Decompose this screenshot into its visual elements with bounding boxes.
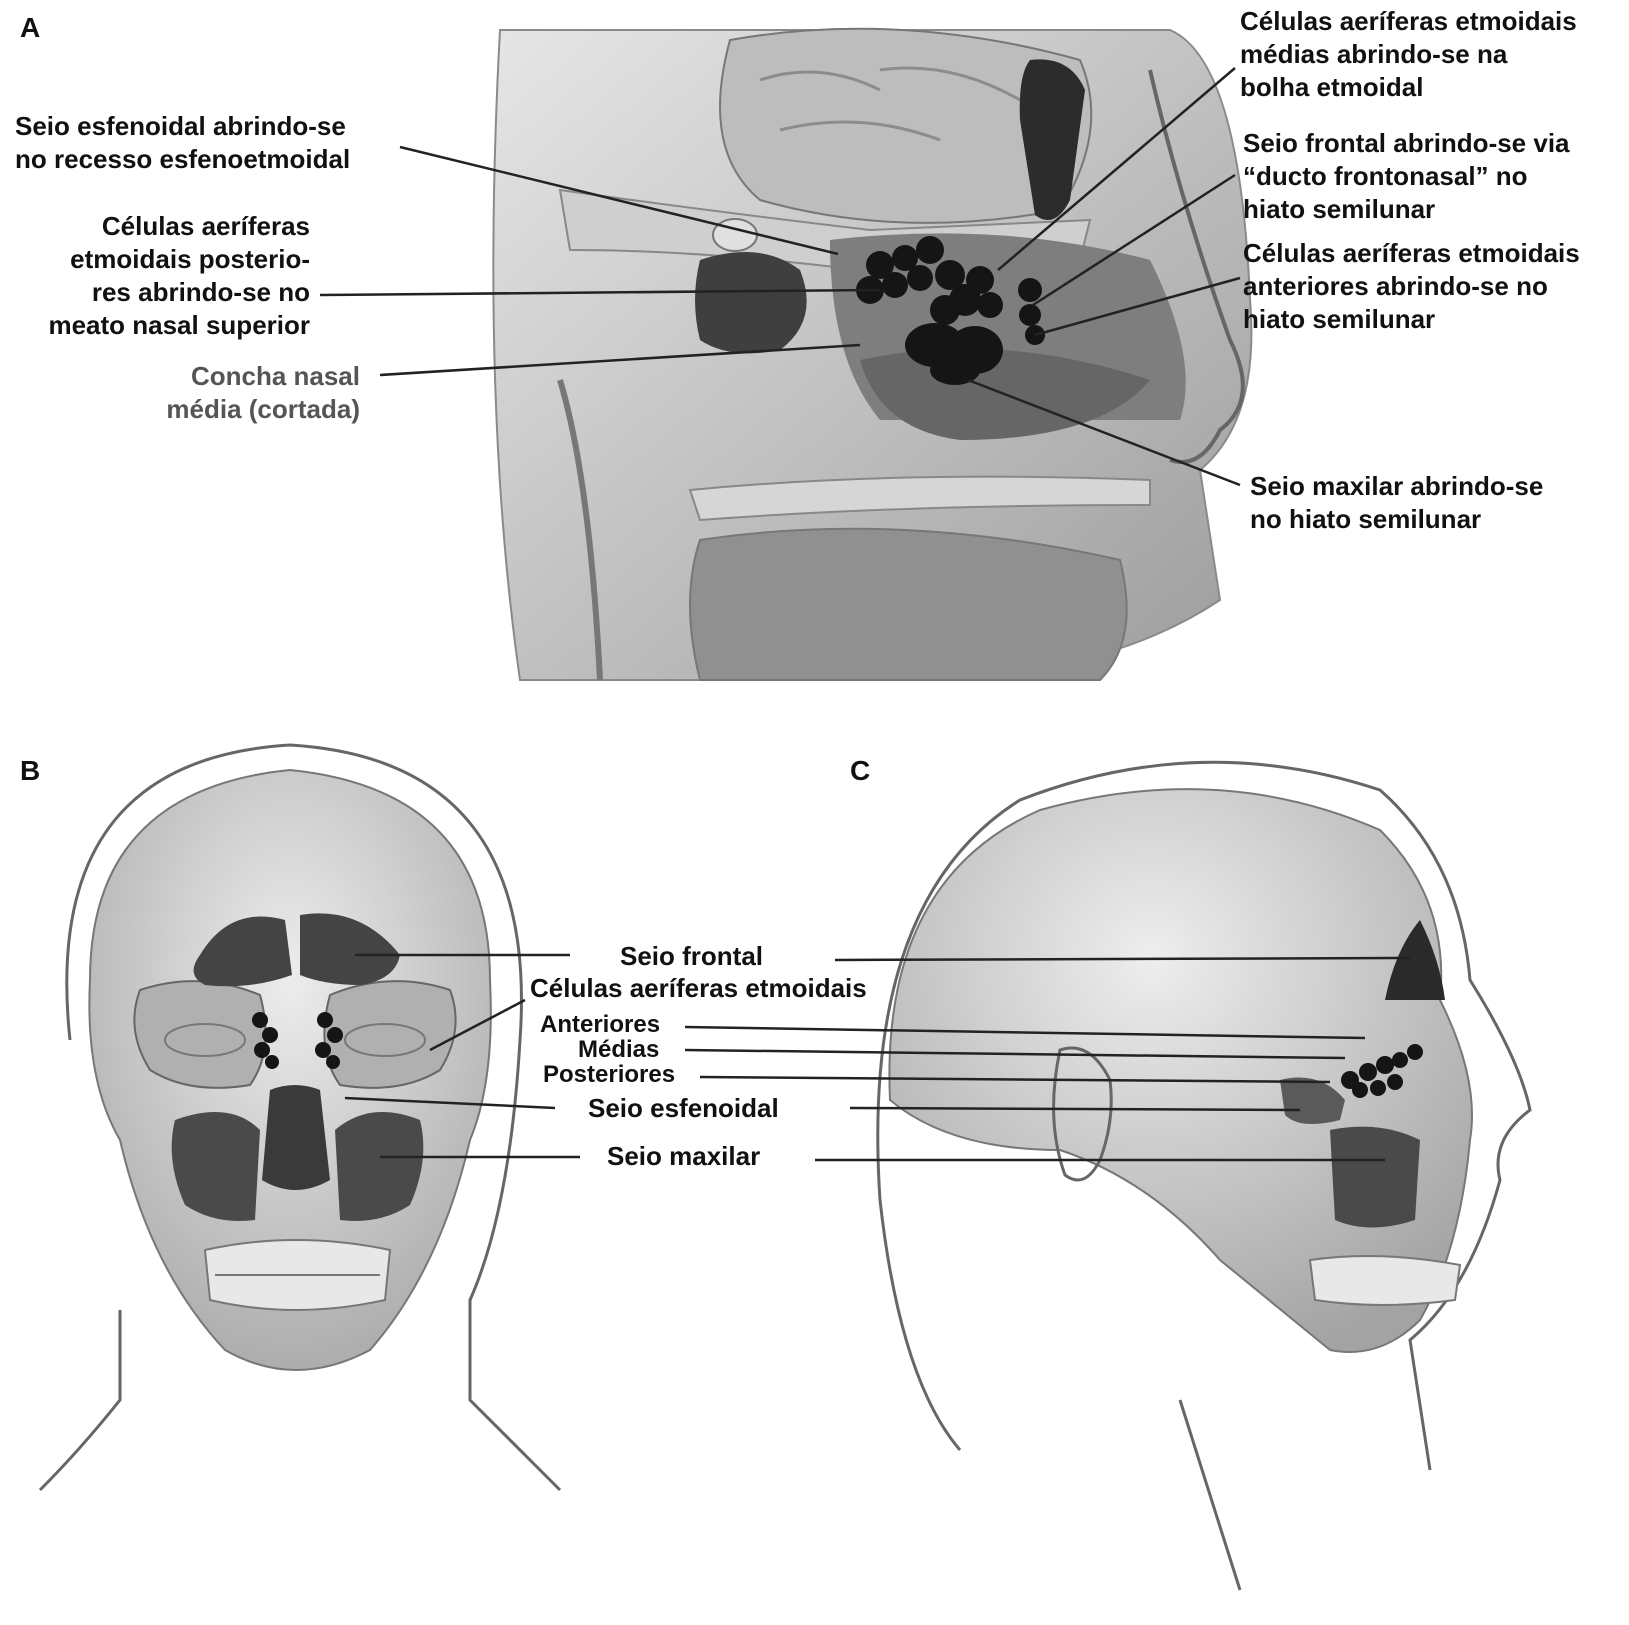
label-maxillary-sinus-opening: Seio maxilar abrindo-se no hiato semilun… xyxy=(1250,471,1544,534)
label-maxillary-sinus: Seio maxilar xyxy=(607,1141,761,1171)
label-frontal-sinus-opening: Seio frontal abrindo-se via “ducto front… xyxy=(1243,128,1570,224)
label-anterior: Anteriores xyxy=(540,1011,661,1038)
sphenoid-sinus-c xyxy=(1280,1077,1345,1124)
panel-a-letter: A xyxy=(20,12,41,43)
skull-front xyxy=(88,768,492,1371)
ethmoid-cells-c xyxy=(1341,1044,1423,1098)
label-middle: Médias xyxy=(578,1036,660,1063)
panel-b-letter: B xyxy=(20,755,41,786)
tongue xyxy=(689,527,1128,681)
panel-b-illustration xyxy=(38,743,562,1492)
label-middle-ethmoid-cells: Células aeríferas etmoidais médias abrin… xyxy=(1240,6,1577,102)
frontal-sinus-b xyxy=(193,916,292,987)
ethmoid-cells-b xyxy=(252,1012,343,1069)
sphenoid-sinus-a xyxy=(695,252,807,354)
frontal-sinus-a xyxy=(1019,59,1085,220)
panel-bc-leader-lines xyxy=(344,953,1411,1162)
panel-c-illustration xyxy=(876,760,1532,1591)
label-middle-nasal-concha: Concha nasal média (cortada) xyxy=(166,361,360,424)
label-sphenoid-sinus: Seio esfenoidal xyxy=(588,1093,779,1123)
label-sphenoid-opening: Seio esfenoidal abrindo-se no recesso es… xyxy=(15,111,351,174)
ethmoid-cells-a xyxy=(856,236,1045,385)
label-frontal-sinus: Seio frontal xyxy=(620,941,764,971)
head-outline-c xyxy=(876,760,1532,1591)
label-posterior: Posteriores xyxy=(543,1061,676,1088)
maxillary-sinus-c xyxy=(1330,1126,1420,1228)
label-ethmoid-air-cells: Células aeríferas etmoidais xyxy=(530,973,867,1003)
panel-a-illustration xyxy=(492,27,1253,681)
label-posterior-ethmoid-cells: Células aeríferas etmoidais posterio- re… xyxy=(48,211,310,340)
skull-lateral xyxy=(888,788,1473,1353)
label-anterior-ethmoid-cells: Células aeríferas etmoidais anteriores a… xyxy=(1243,238,1580,334)
head-outline-b xyxy=(38,743,562,1492)
panel-a-leader-lines xyxy=(319,67,1241,487)
maxillary-sinus-b xyxy=(171,1112,260,1221)
panel-c-letter: C xyxy=(850,755,871,786)
teeth-c xyxy=(1308,1255,1462,1306)
frontal-sinus-c xyxy=(1385,920,1445,1000)
